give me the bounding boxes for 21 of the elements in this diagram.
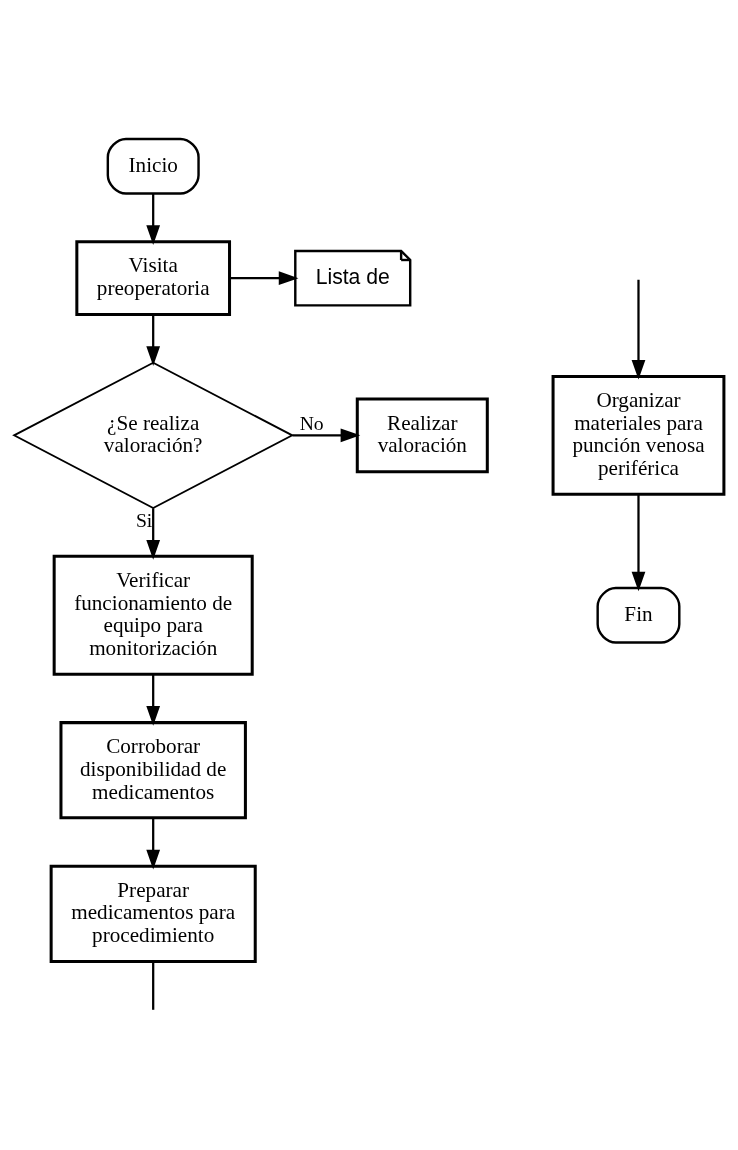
arrow (146, 818, 161, 870)
node-box: Preparar medicamentos para procedimiento (49, 864, 257, 963)
node-box: Verificar funcionamiento de equipo para monitorización (52, 554, 254, 676)
arrow (229, 271, 299, 286)
node-box: Fin (596, 586, 681, 644)
arrow (631, 279, 646, 380)
node-box: Visita preoperatoria (75, 240, 232, 316)
node-box: Inicio (106, 137, 200, 195)
arrow (631, 494, 646, 592)
arrow (146, 314, 161, 366)
edge-label: Si (135, 508, 153, 531)
node-diamond: ¿Se realiza valoración? (12, 361, 295, 509)
arrow (292, 428, 361, 443)
node-box: Corroborar disponibilidad de medicamentos (59, 721, 247, 820)
node-box: Organizar materiales para punción venosa periférica (551, 374, 726, 496)
connector (152, 961, 155, 1010)
node-box: Realizar valoración (355, 397, 489, 474)
edge-label: No (299, 411, 324, 434)
arrow (146, 508, 161, 560)
arrow (146, 193, 161, 245)
arrow (146, 674, 161, 726)
